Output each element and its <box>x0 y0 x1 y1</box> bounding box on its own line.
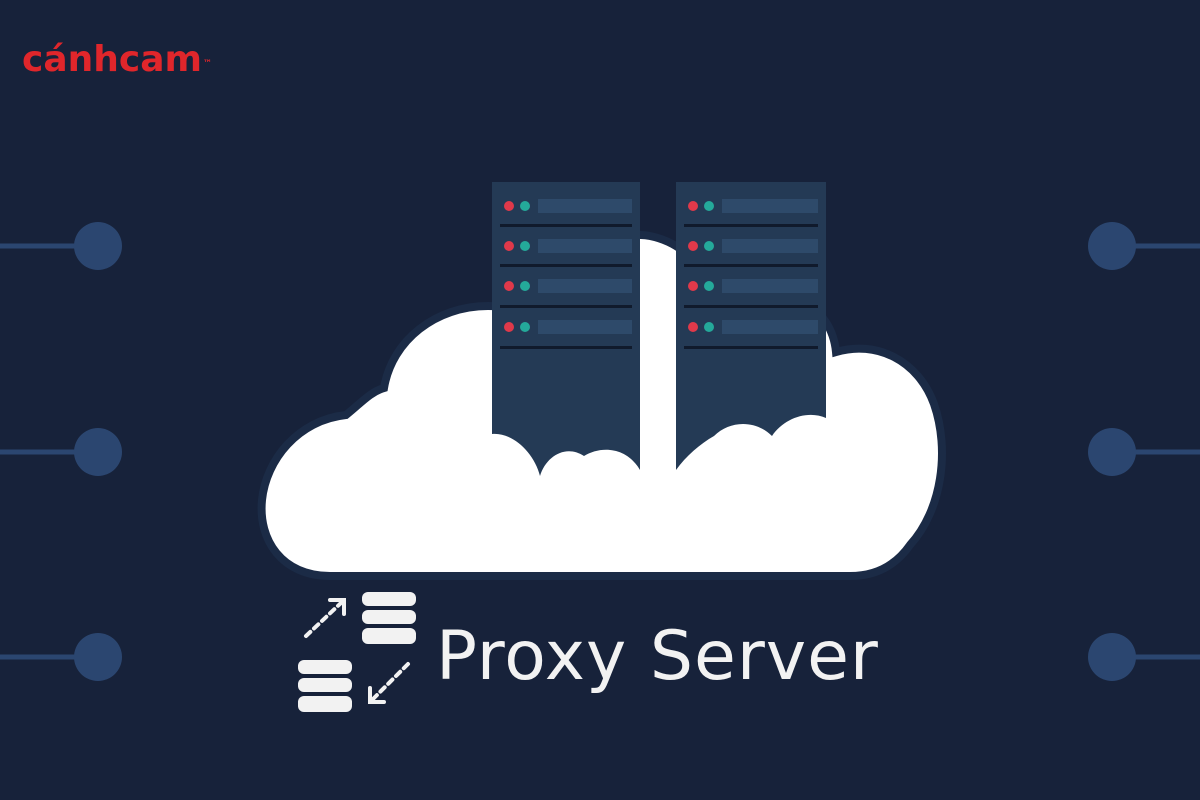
page-title: Proxy Server <box>436 617 879 696</box>
brand-logo-text: cánhcam <box>22 39 203 80</box>
server-slot <box>684 199 818 227</box>
network-nodes-left <box>0 222 122 681</box>
brand-logo: cánhcam™ <box>22 38 212 82</box>
network-nodes-right <box>1088 222 1200 681</box>
server-slot <box>684 279 818 308</box>
database-icon <box>362 592 416 644</box>
server-rack-right <box>676 182 826 470</box>
server-slot <box>500 199 632 227</box>
server-slot <box>500 320 632 349</box>
server-slot <box>684 320 818 349</box>
server-rack-left <box>492 182 640 476</box>
server-slot <box>500 279 632 308</box>
server-slot <box>500 239 632 267</box>
trademark-mark: ™ <box>203 59 213 69</box>
download-arrow-icon <box>368 662 410 704</box>
server-slot <box>684 239 818 267</box>
database-icon <box>298 660 352 712</box>
upload-arrow-icon <box>304 598 346 638</box>
